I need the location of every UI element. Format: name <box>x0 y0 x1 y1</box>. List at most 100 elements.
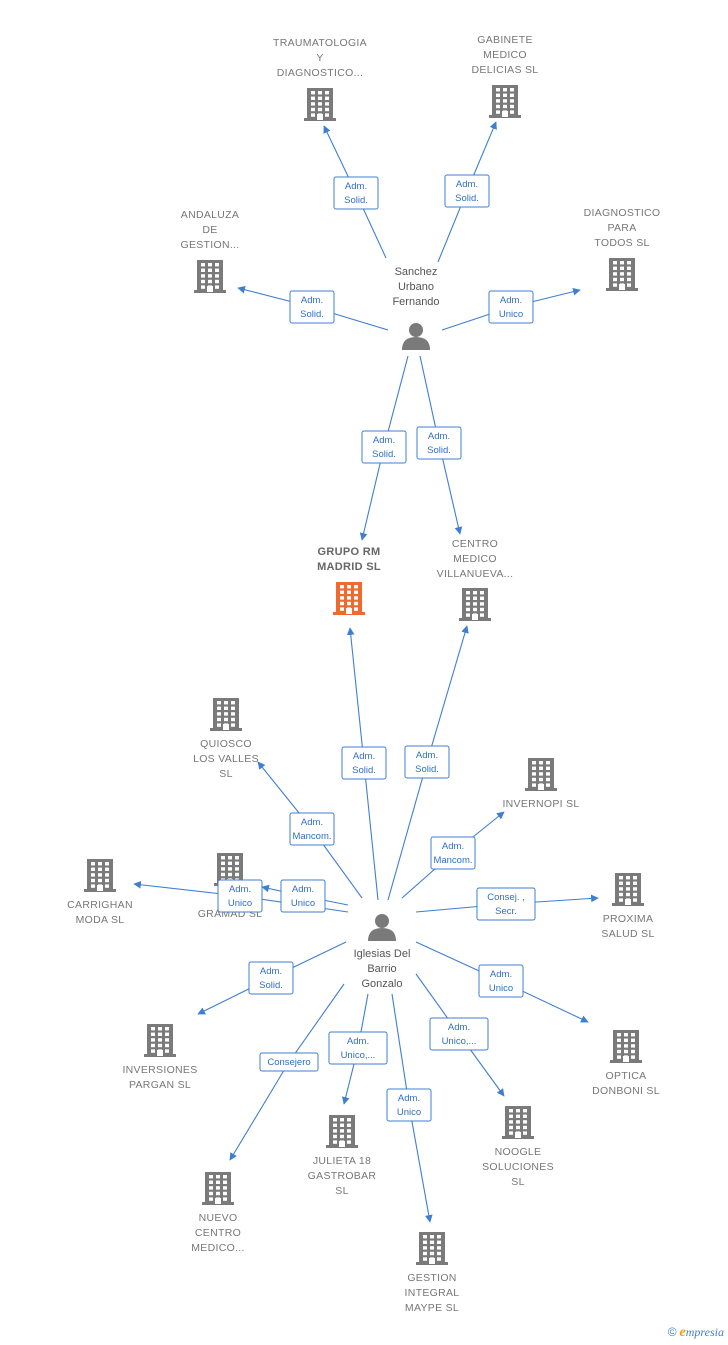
relation-label[interactable]: Adm. Solid. <box>444 174 490 208</box>
relation-label[interactable]: Adm.Unico <box>478 964 524 998</box>
relation-label[interactable]: Adm.Solid. <box>361 430 407 464</box>
relation-label[interactable]: Adm.Solid. <box>248 961 294 995</box>
building-icon <box>84 859 116 892</box>
company-name: CENTRO <box>452 538 498 550</box>
relation-label[interactable]: Consejero <box>259 1052 319 1072</box>
relation-label-box <box>217 879 263 913</box>
company-node[interactable]: NUEVOCENTROMEDICO... <box>191 1172 244 1254</box>
relation-label-box <box>478 964 524 998</box>
relation-label[interactable]: Adm. Mancom. <box>289 812 335 846</box>
relation-label-text: Adm. <box>456 179 478 190</box>
company-node[interactable]: GABINETE MEDICO DELICIAS SL <box>472 34 539 118</box>
company-name: GRUPO RM <box>318 546 381 558</box>
company-name: VILLANUEVA... <box>437 568 514 580</box>
company-name: MEDICO <box>453 553 497 565</box>
relation-label-text: Solid. <box>372 449 396 460</box>
building-icon <box>210 698 242 731</box>
relation-label[interactable]: Adm.Unico,... <box>429 1017 489 1051</box>
relation-label[interactable]: Adm.Solid. <box>341 746 387 780</box>
company-name: PARGAN SL <box>129 1079 191 1091</box>
company-name: MODA SL <box>76 914 125 926</box>
relation-label-text: Adm. <box>442 841 464 852</box>
company-name: GESTION... <box>180 239 239 251</box>
relation-edge <box>229 983 345 1161</box>
relation-label-box <box>289 812 335 846</box>
relation-label-box <box>289 290 335 324</box>
relation-label-text: Solid. <box>455 193 479 204</box>
relation-label[interactable]: Adm.Solid. <box>416 426 462 460</box>
relation-label-text: Consejero <box>267 1057 310 1068</box>
person-name: Fernando <box>392 296 439 308</box>
relation-label-box <box>429 1017 489 1051</box>
company-node[interactable]: INVERNOPI SL <box>502 758 579 810</box>
company-name: TRAUMATOLOGIA <box>273 37 367 49</box>
relation-label[interactable]: Adm.Unico <box>217 879 263 913</box>
building-icon <box>194 260 226 293</box>
relation-label-text: Secr. <box>495 906 517 917</box>
relation-label-text: Solid. <box>300 309 324 320</box>
company-name: GABINETE <box>477 34 533 46</box>
relation-label[interactable]: Adm.Solid. <box>289 290 335 324</box>
relation-label-text: Solid. <box>427 445 451 456</box>
relation-label[interactable]: Adm.Unico <box>488 290 534 324</box>
relation-label-box <box>328 1031 388 1065</box>
relation-label-box <box>333 176 379 210</box>
company-name: DIAGNOSTICO <box>584 207 661 219</box>
relation-label[interactable]: Adm.Unico <box>280 879 326 913</box>
company-node[interactable]: ANDALUZADEGESTION... <box>180 209 239 293</box>
relation-label-box <box>488 290 534 324</box>
relation-label-text: Unico <box>499 309 523 320</box>
company-name: PARA <box>607 222 636 234</box>
relation-label-box <box>404 745 450 779</box>
relation-label[interactable]: Adm.Solid. <box>333 176 379 210</box>
copyright-symbol: © <box>667 1325 677 1339</box>
company-name: INVERSIONES <box>122 1064 197 1076</box>
company-name: MEDICO... <box>191 1242 244 1254</box>
relation-label-text: Unico <box>291 898 315 909</box>
company-name: DE <box>202 224 217 236</box>
company-name: GASTROBAR <box>308 1170 377 1182</box>
brand-logo-text: mpresia <box>685 1325 724 1339</box>
building-icon <box>612 873 644 906</box>
building-icon <box>489 85 521 118</box>
relation-label-text: Mancom. <box>292 831 331 842</box>
relation-label[interactable]: Adm.Solid. <box>404 745 450 779</box>
relation-label-box <box>476 887 536 921</box>
relation-label[interactable]: Adm.Unico <box>386 1088 432 1122</box>
relation-label-box <box>341 746 387 780</box>
relation-label-text: Adm. <box>301 817 323 828</box>
building-icon <box>304 88 336 121</box>
relation-label-box <box>248 961 294 995</box>
building-icon <box>202 1172 234 1205</box>
company-node[interactable]: CENTRO MEDICO VILLANUEVA... <box>437 538 514 621</box>
company-node[interactable]: TRAUMATOLOGIAYDIAGNOSTICO... <box>273 37 367 121</box>
company-name: SL <box>219 768 232 780</box>
company-node[interactable]: INVERSIONES PARGAN SL <box>122 1024 197 1091</box>
company-name: DELICIAS SL <box>472 64 539 76</box>
company-name: DONBONI SL <box>592 1085 660 1097</box>
building-icon <box>606 258 638 291</box>
relation-label-text: Adm. <box>448 1022 470 1033</box>
relation-label[interactable]: Adm.Mancom. <box>430 836 476 870</box>
company-name: MEDICO <box>483 49 527 61</box>
relation-label[interactable]: Consej. ,Secr. <box>476 887 536 921</box>
relation-label[interactable]: Adm.Unico,... <box>328 1031 388 1065</box>
relation-label-text: Unico <box>397 1107 421 1118</box>
company-name: NOOGLE <box>495 1146 542 1158</box>
relation-label-box <box>280 879 326 913</box>
company-name: INVERNOPI SL <box>502 798 579 810</box>
relation-label-text: Adm. <box>490 969 512 980</box>
company-name: INTEGRAL <box>405 1287 460 1299</box>
relation-label-box <box>430 836 476 870</box>
